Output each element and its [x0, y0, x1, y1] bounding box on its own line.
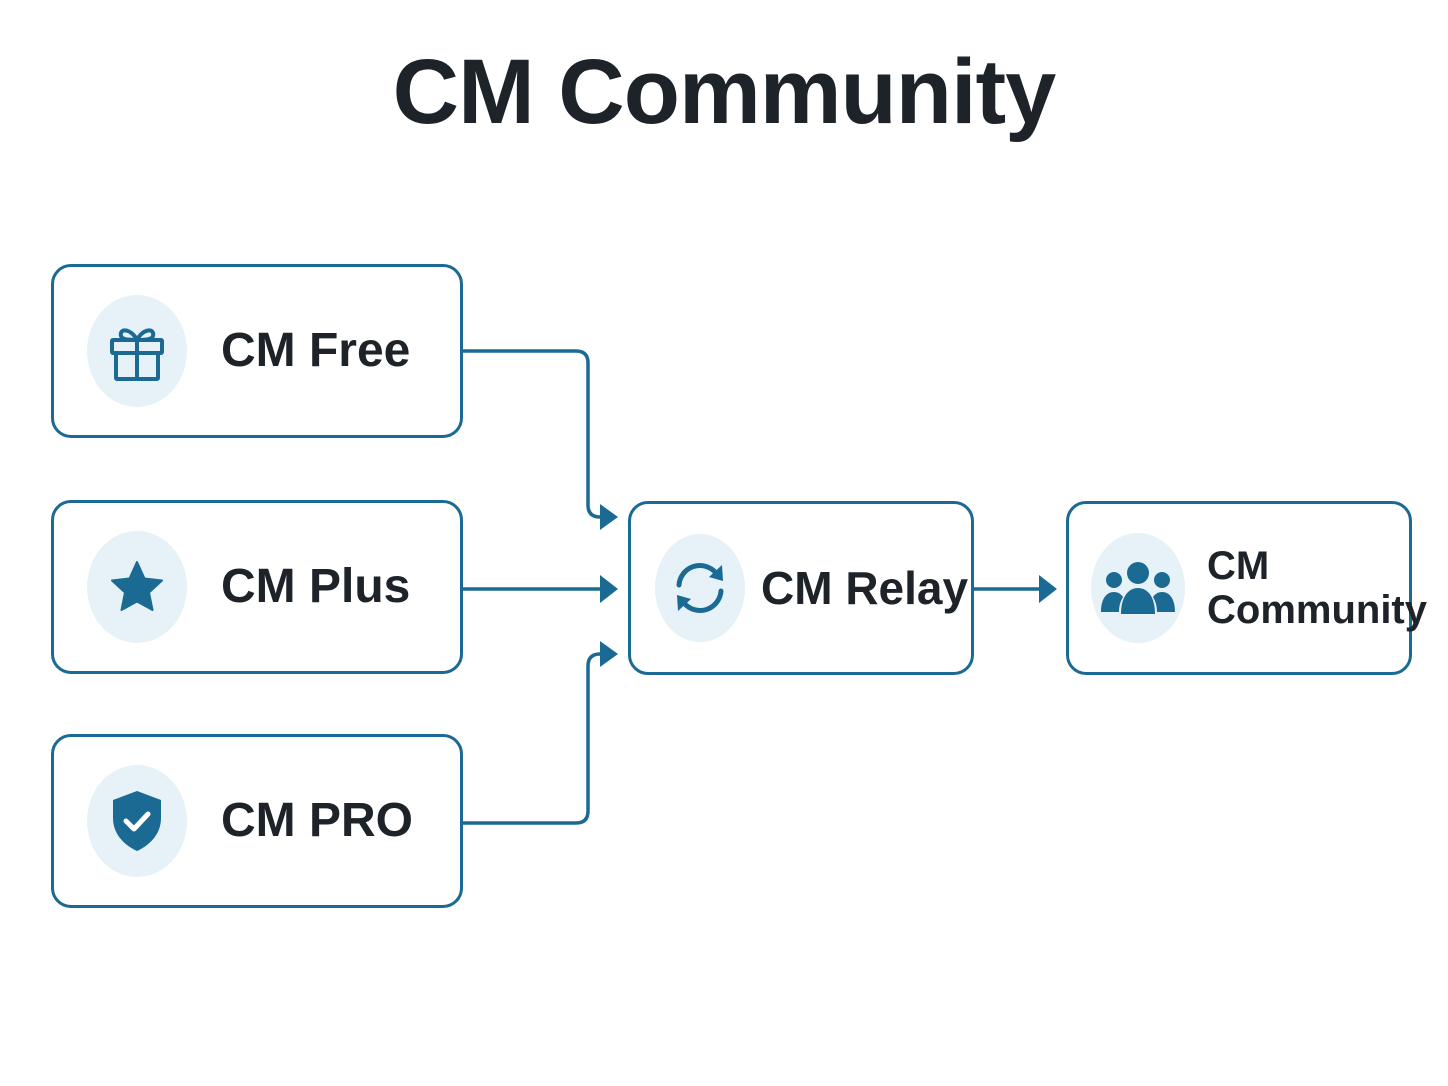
node-cm-community[interactable]: CM Community: [1066, 501, 1427, 675]
star-icon: [87, 531, 187, 643]
shield-check-icon: [87, 765, 187, 877]
arrowhead-plus: [600, 575, 618, 603]
edge-pro-to-relay: [461, 652, 607, 825]
node-cm-free[interactable]: CM Free: [51, 264, 463, 438]
arrowhead-pro: [600, 641, 618, 667]
arrowhead-free: [600, 504, 618, 530]
sync-arrows-icon: [655, 534, 745, 642]
node-cm-relay[interactable]: CM Relay: [628, 501, 974, 675]
diagram-title: CM Community: [392, 41, 1057, 143]
node-cm-pro[interactable]: CM PRO: [51, 734, 463, 908]
node-label: CM Relay: [761, 561, 969, 614]
node-cm-plus[interactable]: CM Plus: [51, 500, 463, 674]
node-label: CM Plus: [221, 559, 411, 613]
arrowhead-community: [1039, 575, 1057, 603]
node-label: CM Free: [221, 323, 411, 377]
gift-icon: [87, 295, 187, 407]
users-group-icon: [1091, 533, 1185, 643]
node-label: CM PRO: [221, 793, 413, 847]
node-label: CM Community: [1207, 544, 1427, 632]
edge-free-to-relay: [461, 349, 607, 519]
